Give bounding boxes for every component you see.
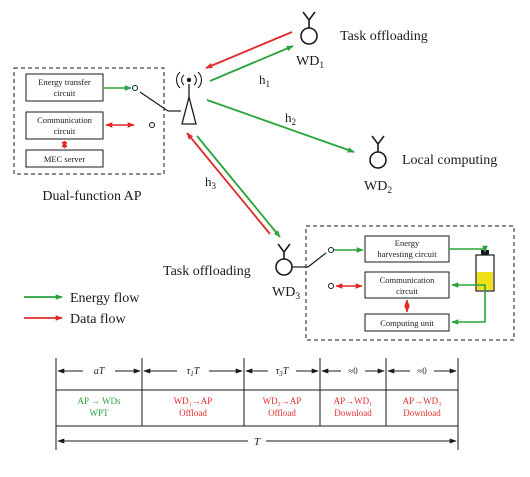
h3-energy-arrow xyxy=(196,135,281,238)
harvest-to-battery-arrow xyxy=(449,245,488,253)
slot-0-label-line1: AP → WDs xyxy=(77,396,121,406)
h1-energy-arrow xyxy=(209,45,294,82)
slot-0-label-line2: WPT xyxy=(90,408,110,418)
wd3-communication-label-line1: Communication xyxy=(380,275,436,285)
slot-3-label-line2: Download xyxy=(334,408,372,418)
slot-4-label-line2: Download xyxy=(403,408,441,418)
slot-0-duration: aT xyxy=(94,366,106,377)
wd3-internal-group: Energy harvesting circuit Communication … xyxy=(305,225,515,341)
wd3-switch-contact-top xyxy=(328,247,334,253)
computing-unit-box xyxy=(364,313,450,332)
legend-data-label: Data flow xyxy=(70,312,126,327)
mec-server-label: MEC server xyxy=(44,154,85,164)
wd2-name: WD2 xyxy=(364,179,392,196)
wd2-group: Local computing WD2 xyxy=(364,135,497,196)
h2-energy-arrow xyxy=(206,99,355,153)
ap-communication-label-line1: Communication xyxy=(37,115,93,125)
ap-antenna-icon xyxy=(176,71,202,125)
battery-to-comm-arrow xyxy=(451,282,486,292)
slot-2-duration: τ3T xyxy=(276,366,290,378)
slot-1-duration: τ1T xyxy=(187,366,201,378)
h2-label: h2 xyxy=(285,110,296,127)
energy-transfer-label-line1: Energy transfer xyxy=(38,77,91,87)
slot-2-label-line1: WD₃→AP xyxy=(263,396,302,406)
slot-3-duration: ≈0 xyxy=(348,366,358,376)
ap-switch-contact-top xyxy=(132,85,138,91)
channel-arrows: h1 h2 h3 xyxy=(186,31,355,238)
ap-group: Energy transfer circuit Communication ci… xyxy=(13,67,202,204)
wd3-communication-label-line2: circuit xyxy=(396,286,418,296)
wd3-role-label: Task offloading xyxy=(163,264,251,279)
wd2-antenna-icon xyxy=(369,135,387,169)
h3-data-arrow xyxy=(186,132,271,235)
legend: Energy flow Data flow xyxy=(24,291,140,327)
energy-transfer-label-line2: circuit xyxy=(54,88,76,98)
ap-caption: Dual-function AP xyxy=(42,189,141,204)
legend-energy-label: Energy flow xyxy=(70,291,140,306)
wd3-switch-contact-bottom xyxy=(328,283,334,289)
timeline: aT AP → WDs WPT τ1T WD₁→AP Offload τ3T W… xyxy=(55,358,459,450)
ap-communication-circuit-box xyxy=(25,111,104,140)
mec-server-box xyxy=(25,149,104,168)
h1-data-arrow xyxy=(205,31,293,69)
ap-switch-contact-bottom xyxy=(149,122,155,128)
h3-label: h3 xyxy=(205,174,217,191)
wd3-communication-circuit-box xyxy=(364,271,450,299)
slot-1-label-line1: WD₁→AP xyxy=(174,396,213,406)
wd3-antenna-icon xyxy=(275,243,293,276)
wd1-group: Task offloading WD1 xyxy=(296,11,428,71)
wd2-role-label: Local computing xyxy=(402,153,497,168)
wd1-antenna-icon xyxy=(300,11,318,45)
slot-4-duration: ≈0 xyxy=(417,366,427,376)
h1-label: h1 xyxy=(259,72,270,89)
energy-harvesting-label-line1: Energy xyxy=(395,238,420,248)
energy-harvesting-label-line2: harvesting circuit xyxy=(377,249,437,259)
slot-2-label-line2: Offload xyxy=(268,408,296,418)
energy-harvesting-circuit-box xyxy=(364,235,450,263)
slot-3-label-line1: AP→WD₁ xyxy=(334,396,373,406)
battery-icon xyxy=(475,250,495,292)
total-duration-label: T xyxy=(254,436,261,448)
wd1-name: WD1 xyxy=(296,54,324,71)
ap-dashed-boundary xyxy=(13,67,165,175)
wd3-group: Task offloading WD3 xyxy=(163,243,334,302)
wd3-switch-blade xyxy=(307,252,327,268)
computing-unit-label: Computing unit xyxy=(380,318,434,328)
ap-communication-label-line2: circuit xyxy=(54,126,76,136)
battery-to-computing-arrow xyxy=(451,292,486,325)
wd3-name: WD3 xyxy=(272,285,300,302)
slot-1-label-line2: Offload xyxy=(179,408,207,418)
slot-4-label-line1: AP→WD₃ xyxy=(403,396,442,406)
wd1-role-label: Task offloading xyxy=(340,29,428,44)
ap-switch-blade xyxy=(139,91,169,112)
